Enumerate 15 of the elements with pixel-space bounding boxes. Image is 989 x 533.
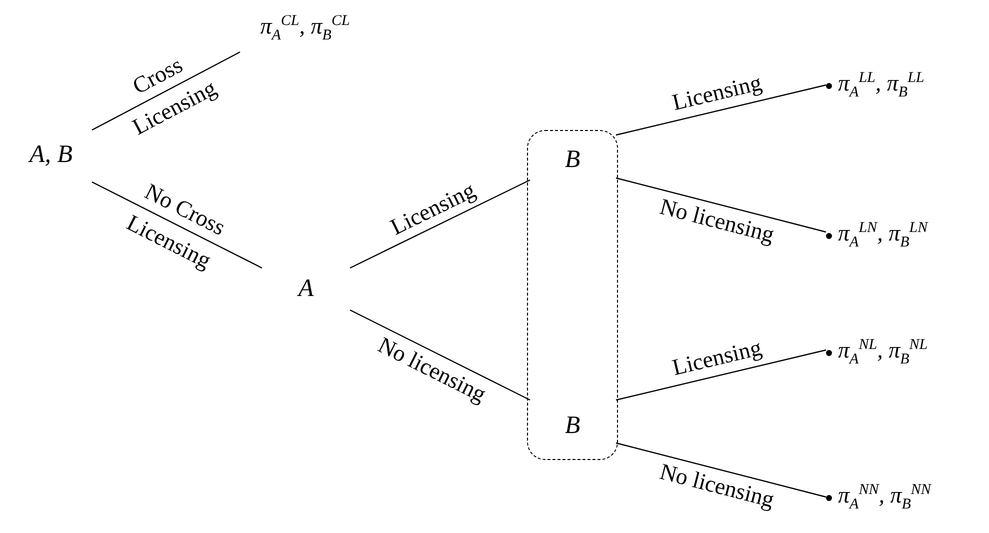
tree-branch xyxy=(616,177,826,233)
tree-branch xyxy=(616,349,826,401)
player-label: A xyxy=(262,266,350,312)
tree-branch xyxy=(350,309,530,401)
tree-branch xyxy=(616,442,826,498)
edge-label: Licensing xyxy=(668,334,765,383)
edge-label: Licensing xyxy=(668,69,765,118)
tree-branch xyxy=(92,181,262,269)
player-label: B xyxy=(530,402,616,450)
tree-branch xyxy=(92,51,240,131)
tree-branch xyxy=(350,179,530,269)
tree-branch xyxy=(616,84,826,136)
information-set-box xyxy=(527,130,618,460)
player-label: B xyxy=(530,138,616,182)
player-label: A, B xyxy=(10,136,92,174)
